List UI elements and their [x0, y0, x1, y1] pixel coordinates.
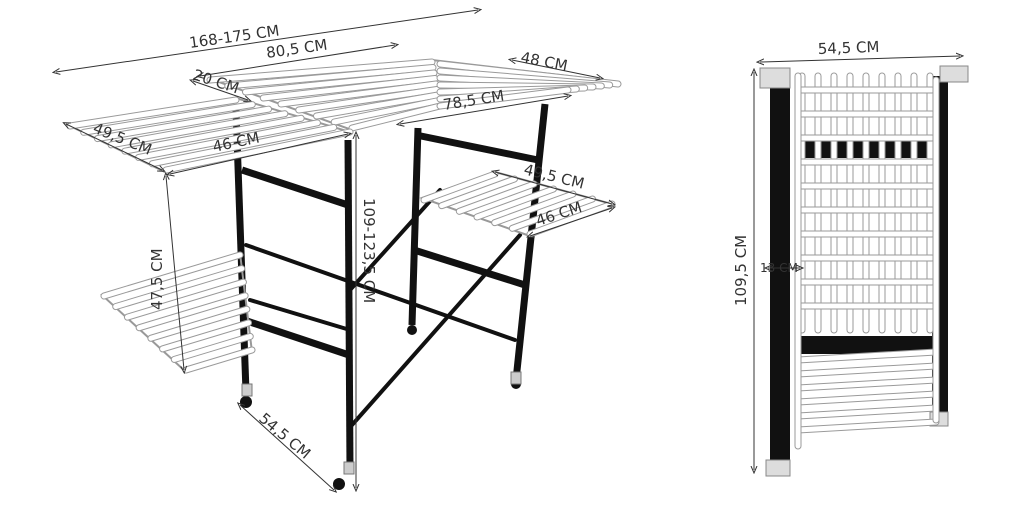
rail [148, 306, 250, 341]
folded-height-label: 109,5 CM [732, 235, 750, 306]
folded-left-post [770, 80, 790, 472]
left-lower-wing [100, 251, 256, 374]
base-depth-label: 54,5 CM [255, 409, 314, 462]
frame-legs [232, 103, 549, 490]
rail [296, 87, 440, 113]
lower-wing-height-label: 47,5 CM [148, 248, 166, 310]
rail [795, 405, 939, 419]
folded-width-label: 54,5 CM [818, 38, 880, 58]
folded-depth-label: 13 CM [760, 261, 798, 275]
rail [278, 81, 439, 107]
folded-dryer: 54,5 CM 109,5 CM 13 CM [732, 38, 969, 477]
dimension-lines [56, 10, 612, 490]
rail [160, 320, 252, 352]
rail [795, 391, 939, 405]
rail [795, 419, 939, 433]
rail [243, 70, 437, 95]
rail [795, 363, 939, 377]
rail [421, 171, 498, 203]
height-range-label: 109-123,5 CM [360, 198, 378, 303]
rail [67, 97, 239, 129]
rail [183, 347, 255, 373]
rail [795, 377, 939, 391]
rail [136, 293, 248, 331]
unfolded-dryer: 168-175 CM 80,5 CM 20 CM 48 CM 78,5 CM 4… [56, 10, 622, 490]
rail [260, 76, 438, 101]
rail [795, 349, 939, 363]
